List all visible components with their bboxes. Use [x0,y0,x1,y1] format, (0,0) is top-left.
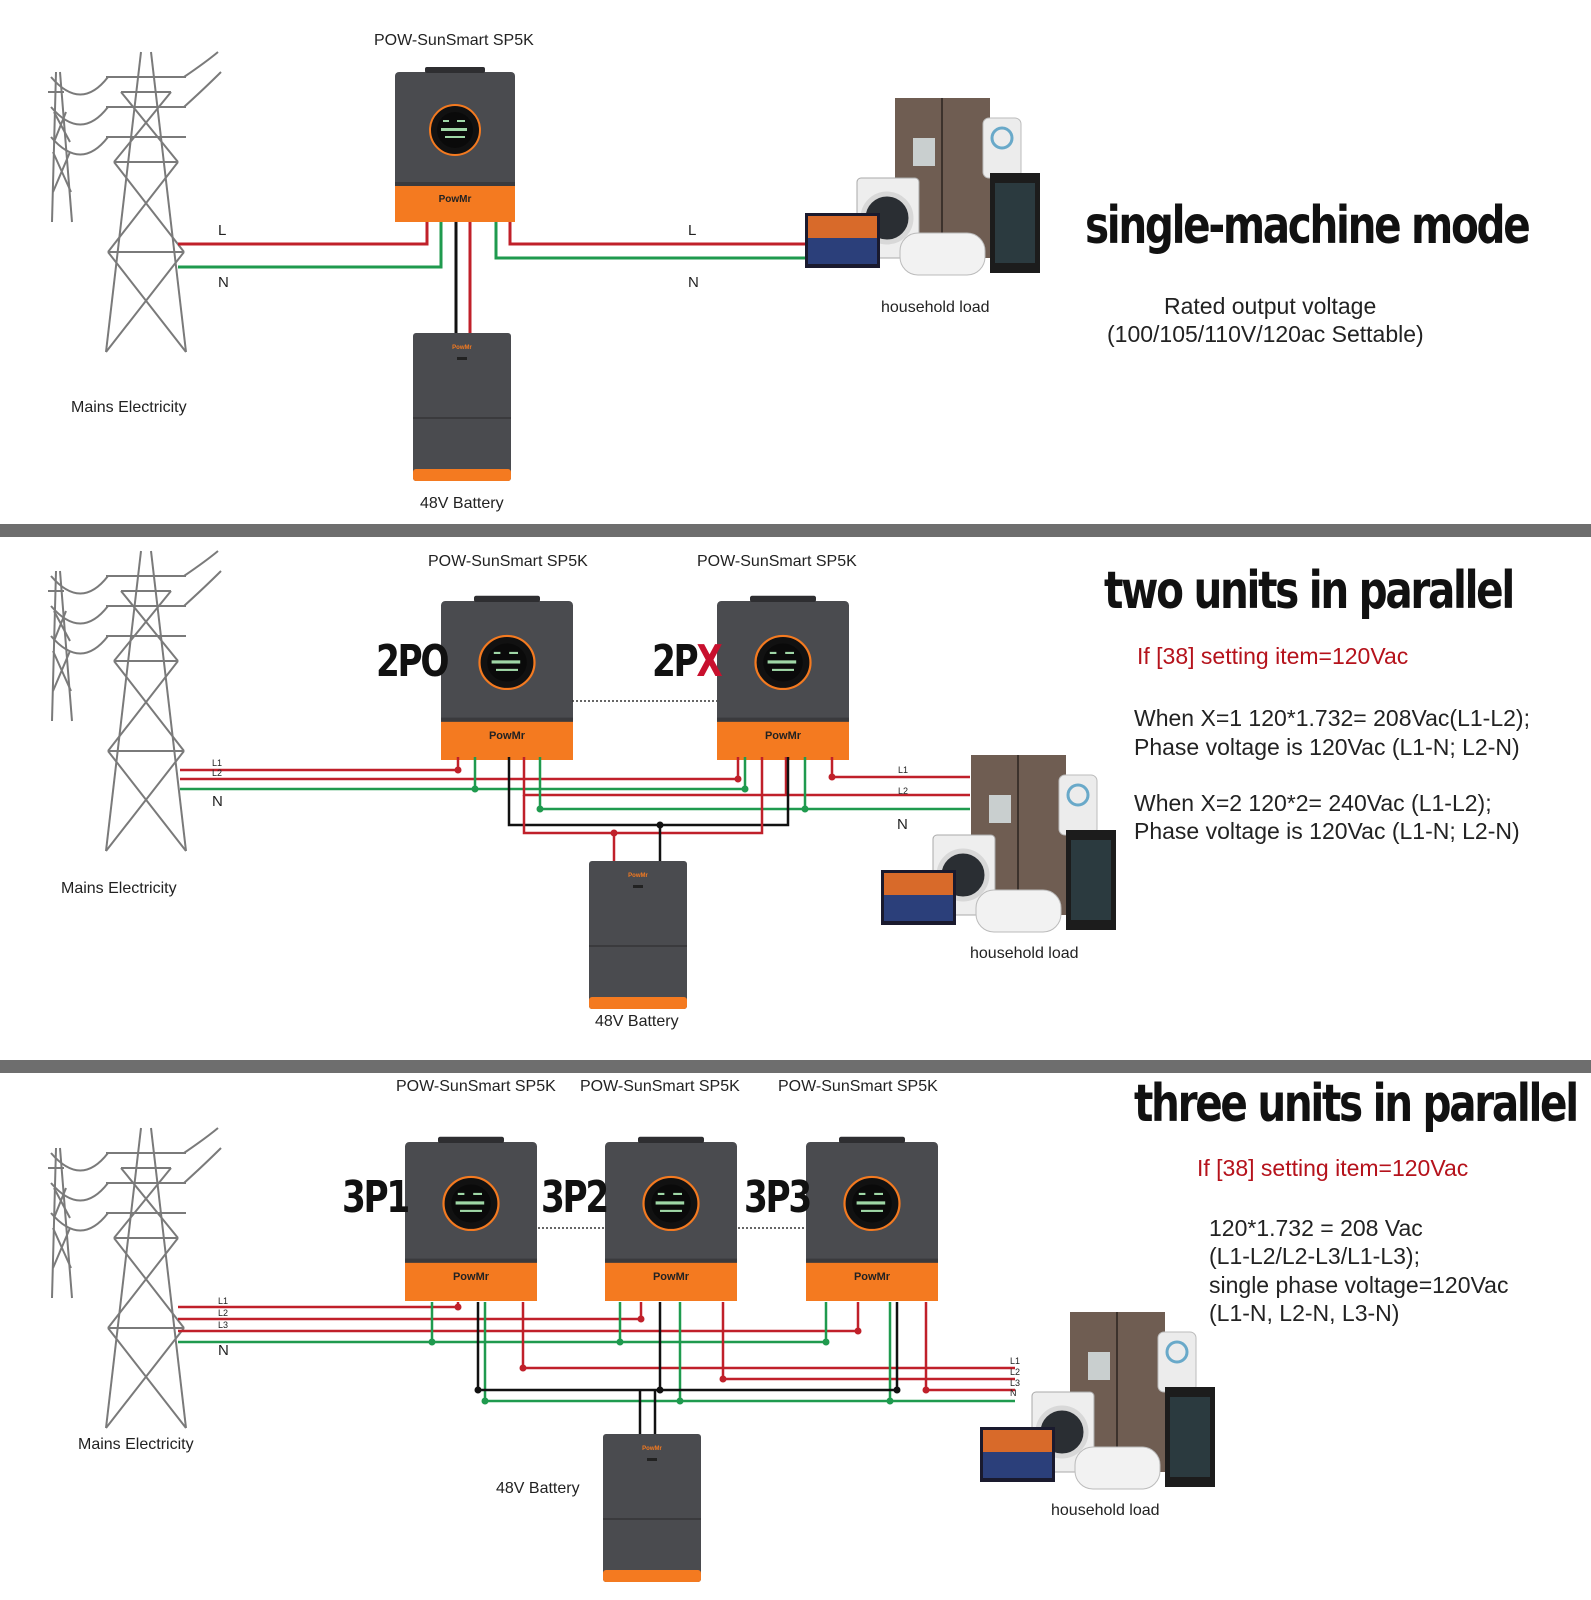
desc-line-4: (L1-N, L2-N, L3-N) [1209,1300,1400,1326]
wire-label-l1: L1 [218,1296,229,1306]
wire-label-l2: L2 [212,768,223,778]
inverter-icon [394,66,516,223]
desc-line-1: 120*1.732 = 208 Vac [1209,1215,1423,1241]
mode-title: single-machine mode [1085,196,1531,256]
load-label: household load [881,299,990,316]
output-wire-label-n: N [688,274,699,291]
setting-text: If [38] setting item=120Vac [1197,1155,1469,1181]
desc-line-3: single phase voltage=120Vac [1209,1272,1509,1298]
inverter-3-label: POW-SunSmart SP5K [778,1078,938,1095]
mode-title: three units in parallel [1134,1074,1579,1134]
unit-code-3p2: 3P2 [541,1172,609,1223]
inverter-1-icon [403,1135,539,1303]
two-units-parallel-panel: POW-SunSmart SP5K POW-SunSmart SP5K 2PO … [0,537,1591,1060]
household-appliances-icon [980,1312,1215,1489]
desc-line-2: Phase voltage is 120Vac (L1-N; L2-N) [1134,734,1520,760]
section-divider [0,524,1591,537]
code-prefix: 2P [652,636,699,687]
desc-line-1: When X=1 120*1.732= 208Vac(L1-L2); [1134,705,1530,731]
desc-line-3: When X=2 120*2= 240Vac (L1-L2); [1134,790,1492,816]
transmission-tower-icon [47,1127,222,1429]
inverter-label: POW-SunSmart SP5K [374,32,534,49]
transmission-tower-icon [47,51,222,353]
single-machine-mode-panel: POW-SunSmart SP5K L N L N Mains Electric… [0,0,1591,524]
household-appliances-icon [881,755,1116,932]
inverter-2-icon [715,594,851,762]
mode-title: two units in parallel [1104,561,1515,621]
setting-text: If [38] setting item=120Vac [1137,643,1409,669]
inverter-1-label: POW-SunSmart SP5K [428,553,588,570]
unit-code-2px: 2PX [652,636,723,687]
load-label: household load [1051,1502,1160,1519]
mains-label: Mains Electricity [71,399,187,416]
household-appliances-icon [805,98,1040,275]
inverter-2-label: POW-SunSmart SP5K [697,553,857,570]
desc-line-1: Rated output voltage [1164,293,1377,319]
output-wire-label-n: N [1010,1388,1017,1398]
unit-code-2po: 2PO [376,636,450,687]
battery-label: 48V Battery [420,495,504,512]
output-wire-label-l3: L3 [1010,1378,1021,1388]
battery-icon [412,332,512,482]
single-machine-wiring-diagram [47,51,1591,482]
wire-label-n: N [212,793,223,810]
wire-label-l1: L1 [212,758,223,768]
battery-icon [602,1433,702,1583]
desc-line-2: (L1-L2/L2-L3/L1-L3); [1209,1243,1420,1269]
section-divider [0,1060,1591,1073]
output-wire-label-n: N [897,816,908,833]
inverter-1-label: POW-SunSmart SP5K [396,1078,556,1095]
unit-code-3p1: 3P1 [342,1172,410,1223]
wire-label-n: N [218,274,229,291]
mains-label: Mains Electricity [61,880,177,897]
battery-label: 48V Battery [496,1480,580,1497]
output-wire-label-l1: L1 [898,765,909,775]
battery-icon [588,860,688,1010]
three-unit-wiring-diagram [47,1127,1591,1583]
output-wire-label-l2: L2 [1010,1367,1021,1377]
inverter-2-icon [603,1135,739,1303]
battery-label: 48V Battery [595,1013,679,1030]
desc-line-2: (100/105/110V/120ac Settable) [1107,321,1424,347]
two-unit-wiring-diagram [47,550,1591,1010]
mains-label: Mains Electricity [78,1436,194,1453]
desc-line-4: Phase voltage is 120Vac (L1-N; L2-N) [1134,818,1520,844]
inverter-2-label: POW-SunSmart SP5K [580,1078,740,1095]
three-units-parallel-panel: POW-SunSmart SP5K POW-SunSmart SP5K POW-… [0,1074,1591,1600]
wire-label-l2: L2 [218,1308,229,1318]
output-wire-label-l2: L2 [898,786,909,796]
unit-code-3p3: 3P3 [744,1172,812,1223]
inverter-3-icon [804,1135,940,1303]
wire-label-l3: L3 [218,1320,229,1330]
output-wire-label-l1: L1 [1010,1356,1021,1366]
wire-label-n: N [218,1342,229,1359]
transmission-tower-icon [47,550,222,852]
load-label: household load [970,945,1079,962]
inverter-1-icon [439,594,575,762]
output-wire-label-l: L [688,222,697,239]
wire-label-l: L [218,222,227,239]
code-variable: X [696,636,722,687]
